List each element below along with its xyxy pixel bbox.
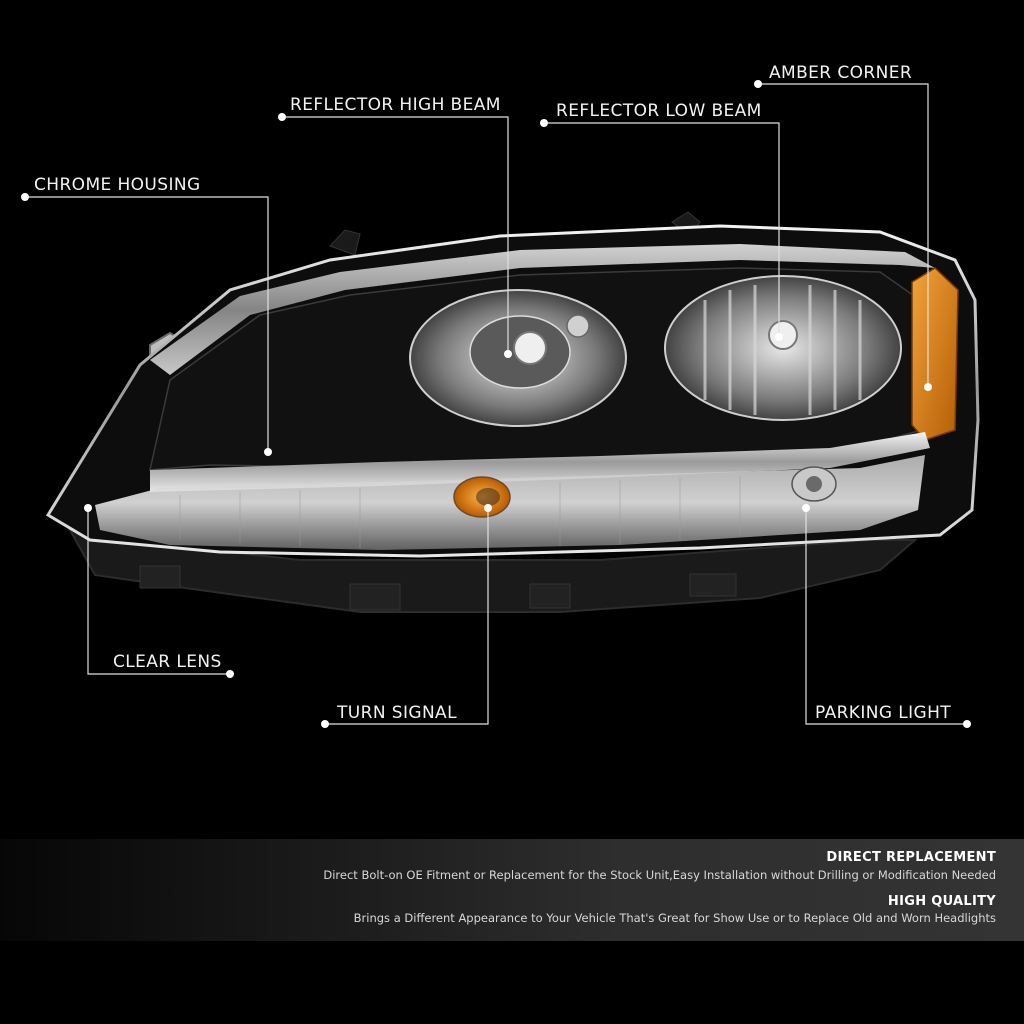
high-beam-reflector (409, 289, 627, 427)
callout-dots (21, 80, 971, 728)
lens-texture (179, 476, 741, 548)
feature-title-high-quality: HIGH QUALITY (887, 894, 996, 909)
low-beam-reflector (664, 275, 902, 421)
turn-signal-leader (325, 508, 489, 725)
label-reflector-high-beam: REFLECTOR HIGH BEAM (290, 95, 501, 115)
rear-housing (68, 528, 918, 613)
label-turn-signal: TURN SIGNAL (337, 703, 457, 723)
chrome-trim (150, 244, 935, 375)
label-parking-light: PARKING LIGHT (815, 703, 952, 723)
reflector-low-beam-leader (544, 122, 780, 337)
lower-clear-lens (95, 455, 925, 550)
label-reflector-low-beam: REFLECTOR LOW BEAM (556, 101, 762, 121)
label-clear-lens: CLEAR LENS (113, 652, 222, 672)
feature-text-direct-replacement: Direct Bolt-on OE Fitment or Replacement… (323, 868, 996, 882)
top-mount-left (329, 229, 361, 256)
feature-title-direct-replacement: DIRECT REPLACEMENT (826, 850, 996, 865)
parking-light-bulb (791, 466, 837, 502)
chrome-housing-leader (25, 196, 269, 452)
amber-corner-lens (911, 267, 959, 441)
chrome-lower-strip (150, 432, 930, 492)
reflector-high-beam-leader (282, 116, 509, 354)
amber-corner-leader (758, 83, 929, 387)
callout-lines (25, 83, 967, 725)
feature-text-high-quality: Brings a Different Appearance to Your Ve… (353, 911, 996, 925)
label-amber-corner: AMBER CORNER (769, 63, 913, 83)
turn-signal-bulb (453, 476, 511, 518)
parking-light-leader (805, 508, 967, 725)
clear-lens-leader (87, 508, 230, 675)
label-chrome-housing: CHROME HOUSING (34, 175, 201, 195)
feature-info-panel: DIRECT REPLACEMENT Direct Bolt-on OE Fit… (0, 839, 1024, 941)
